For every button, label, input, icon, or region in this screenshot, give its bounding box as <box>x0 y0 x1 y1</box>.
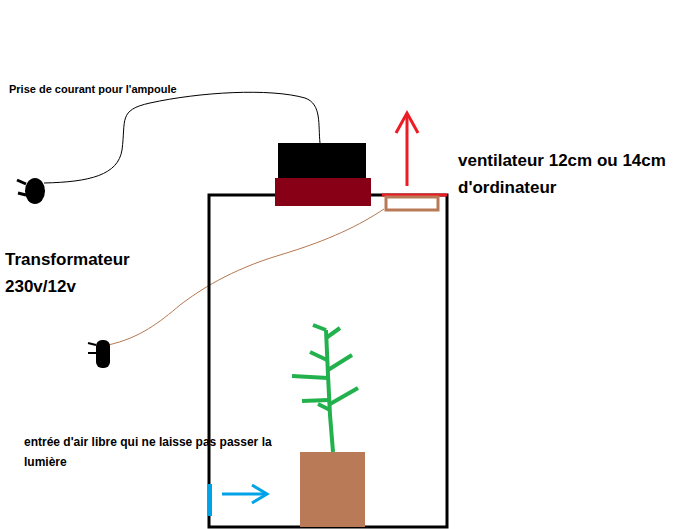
plant <box>292 325 358 452</box>
exhaust-arrow <box>406 115 409 186</box>
lamp-top <box>278 143 366 178</box>
plug-pin <box>88 352 96 354</box>
note-label: Transformateur 230v/12v <box>5 246 205 300</box>
plug-pin <box>88 343 96 345</box>
computer-fan <box>386 197 438 210</box>
air-inlet <box>208 484 212 516</box>
plant-pot <box>300 452 365 527</box>
exhaust-arrow-head <box>396 113 418 133</box>
note-label: entrée d'air libre qui ne laisse pas pas… <box>24 432 284 472</box>
note-label: Prise de courant pour l'ampoule <box>9 78 214 100</box>
transformer-plug <box>96 340 110 368</box>
note-label: ventilateur 12cm ou 14cm d'ordinateur <box>458 147 694 201</box>
inlet-arrow <box>222 493 266 496</box>
plug-pin <box>17 180 26 184</box>
lamp-base <box>275 178 371 206</box>
grow-box <box>209 195 447 527</box>
lamp-plug <box>25 178 45 204</box>
fan-cord <box>108 209 384 345</box>
plug-pin <box>18 193 26 195</box>
inlet-arrow-head <box>252 485 267 503</box>
